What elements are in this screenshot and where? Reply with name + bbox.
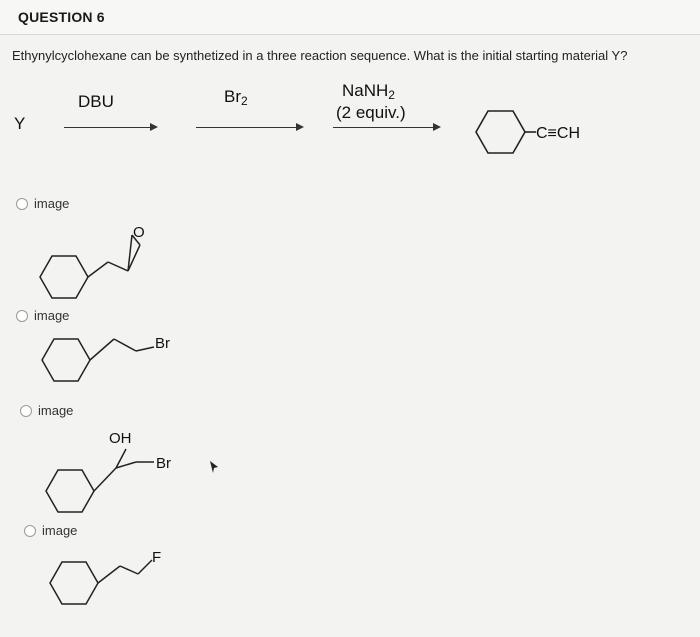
option-label: image xyxy=(42,523,78,538)
radio-button[interactable] xyxy=(16,309,28,322)
reagent-nanh2: NaNH2 xyxy=(342,81,395,102)
product-alkyne-label: C≡CH xyxy=(536,125,580,142)
option-4-structure: F xyxy=(49,549,161,605)
option-3-structure: OH Br xyxy=(45,430,218,513)
bond xyxy=(93,467,117,492)
starting-material-y: Y xyxy=(14,114,26,133)
epoxide-bond xyxy=(127,234,133,272)
answer-option-2[interactable]: image xyxy=(16,308,69,323)
bond xyxy=(89,338,115,361)
reagent-nanh2-sub: 2 xyxy=(388,88,395,102)
bond xyxy=(87,261,109,278)
bond-to-oh xyxy=(115,448,127,469)
answer-option-4[interactable]: image xyxy=(24,523,77,538)
question-header: QUESTION 6 xyxy=(0,0,700,35)
bond xyxy=(137,559,153,575)
cyclohexane-ring xyxy=(39,255,89,299)
option-label: image xyxy=(34,308,70,323)
bond xyxy=(113,338,137,352)
cyclohexane-ring xyxy=(45,469,95,513)
radio-button[interactable] xyxy=(16,197,28,210)
option-label: image xyxy=(34,196,70,211)
atom-label-f: F xyxy=(152,549,161,566)
radio-button[interactable] xyxy=(20,404,32,417)
bond xyxy=(115,461,137,469)
reagent-equiv: (2 equiv.) xyxy=(336,103,406,122)
cyclohexane-ring xyxy=(49,561,99,605)
reagent-br2: Br2 xyxy=(224,87,248,108)
reagent-br2-main: Br xyxy=(224,87,241,106)
option-1-structure: O xyxy=(39,224,145,299)
reaction-arrow-1 xyxy=(64,123,158,131)
epoxide-bond xyxy=(131,234,141,246)
epoxide-bond xyxy=(127,244,141,272)
reaction-arrow-3 xyxy=(333,123,441,131)
bond xyxy=(107,261,129,272)
reagent-dbu: DBU xyxy=(78,92,114,111)
cyclohexane-ring xyxy=(41,338,91,382)
reagent-nanh2-main: NaNH xyxy=(342,81,389,100)
reaction-arrow-2 xyxy=(196,123,304,131)
question-text: Ethynylcyclohexane can be synthetized in… xyxy=(12,48,628,63)
atom-label-br: Br xyxy=(155,335,170,352)
bond xyxy=(97,565,121,584)
cursor-icon xyxy=(210,461,218,473)
answer-option-1[interactable]: image xyxy=(16,196,69,211)
bond xyxy=(119,565,139,575)
reagent-br2-sub: 2 xyxy=(241,94,248,108)
radio-button[interactable] xyxy=(24,524,36,537)
atom-label-oh: OH xyxy=(109,430,132,447)
bond xyxy=(135,346,155,352)
option-2-structure: Br xyxy=(41,335,170,382)
product-ethynylcyclohexane: C≡CH xyxy=(475,110,580,154)
answer-option-3[interactable]: image xyxy=(20,403,73,418)
atom-label-br: Br xyxy=(156,455,171,472)
atom-label-o: O xyxy=(133,224,145,241)
option-label: image xyxy=(38,403,74,418)
cyclohexane-ring xyxy=(475,110,526,154)
question-title: QUESTION 6 xyxy=(18,9,105,25)
